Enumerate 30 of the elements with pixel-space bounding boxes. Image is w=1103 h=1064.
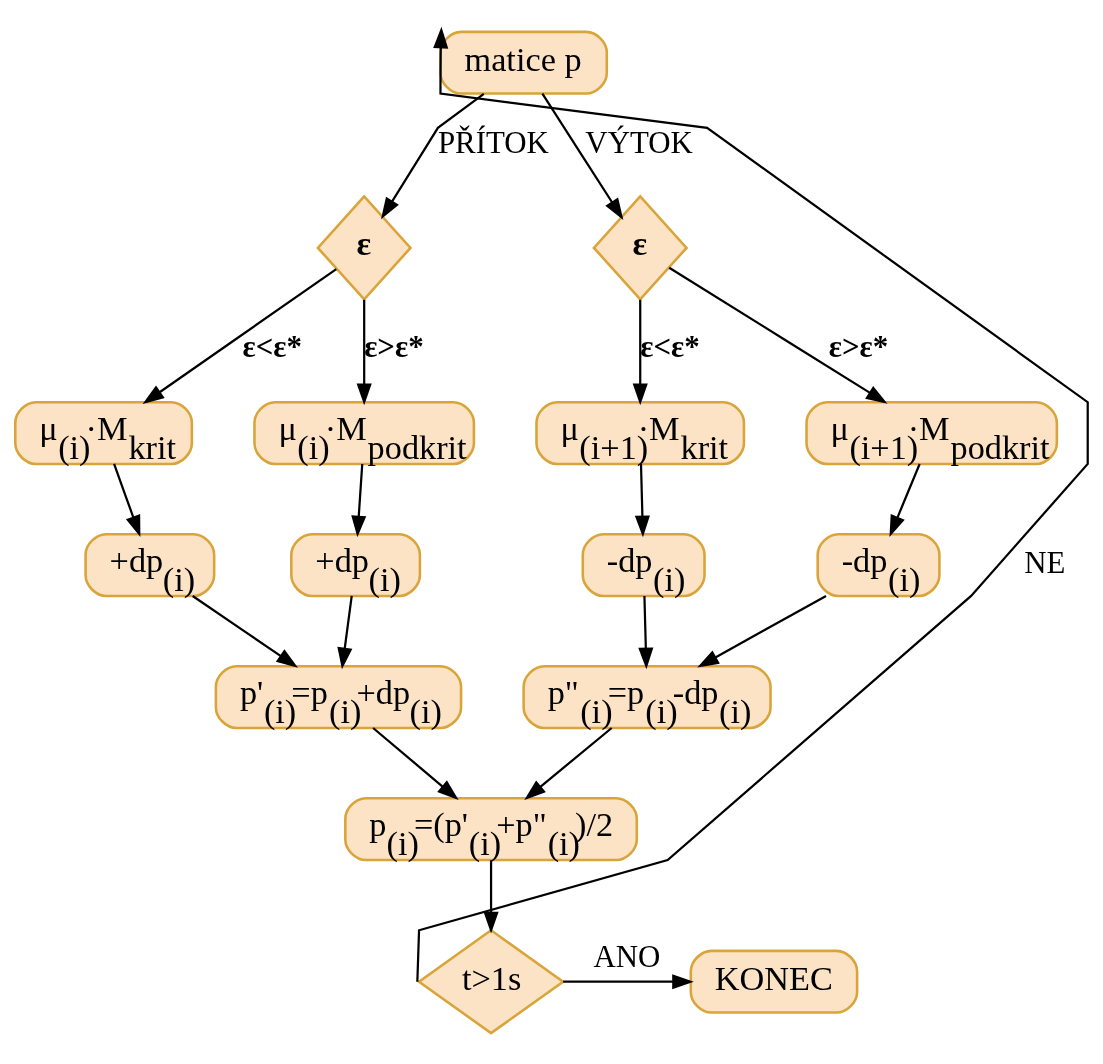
node-box: matice p <box>439 30 609 95</box>
arrow <box>192 594 298 668</box>
arrow <box>541 92 624 220</box>
arrow <box>634 463 650 537</box>
arrow <box>337 595 353 669</box>
edge-label: NE <box>1024 545 1066 580</box>
arrow <box>372 726 459 800</box>
arrow <box>524 726 613 800</box>
edge-label: PŘÍTOK <box>437 125 549 160</box>
arrow <box>142 267 337 404</box>
arrow <box>351 463 367 537</box>
edge-label: ε>ε* <box>828 329 889 364</box>
arrow <box>483 859 499 933</box>
arrow <box>697 594 827 667</box>
edge-label: ε>ε* <box>364 329 424 364</box>
arrow <box>632 299 648 405</box>
arrow <box>416 26 1089 982</box>
arrow <box>668 266 888 404</box>
edge-label: VÝTOK <box>585 125 693 160</box>
arrow <box>381 92 485 219</box>
edge-label: ε<ε* <box>242 329 302 364</box>
node-box: KONEC <box>689 949 859 1014</box>
arrow <box>889 463 921 537</box>
edge-label: ANO <box>593 939 661 974</box>
arrow <box>113 463 141 537</box>
arrow <box>356 299 372 405</box>
node-diamond: t>1s <box>416 928 566 1035</box>
arrow <box>638 595 654 669</box>
arrow <box>563 973 694 989</box>
edge-label: ε<ε* <box>640 329 700 364</box>
